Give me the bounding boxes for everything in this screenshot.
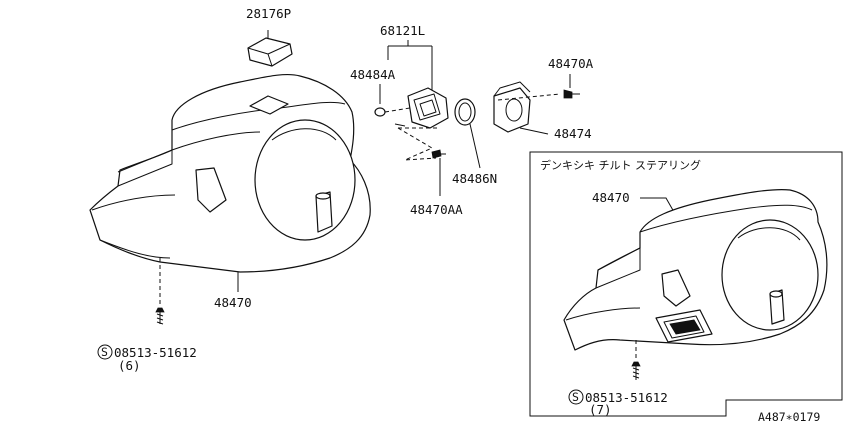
bracket-part (493, 81, 549, 135)
cap-part (247, 30, 293, 67)
circled-s-main: S (101, 345, 108, 359)
label-cap-part: 28176P (246, 6, 291, 21)
inset-title: デンキシキ チルト ステアリング (540, 158, 701, 172)
label-screw-a: 48484A (350, 67, 396, 82)
label-screw-aa: 48470AA (410, 202, 463, 217)
label-bracket-screw: 48470A (548, 56, 594, 71)
label-inset-screw-part: 08513-51612 (585, 390, 668, 405)
label-switch-set: 68121L (380, 23, 425, 38)
label-main-screw-part: 08513-51612 (114, 345, 197, 360)
label-bracket: 48474 (554, 126, 592, 141)
figure-reference: A487∗0179 (758, 410, 820, 424)
bracket-screw (497, 74, 580, 101)
main-screw (155, 258, 165, 325)
main-screw-label: S 08513-51612 (6) (97, 344, 197, 373)
label-ring: 48486N (452, 171, 497, 186)
screw-aa (431, 149, 446, 196)
inset-screw (631, 340, 641, 380)
label-inset-screw-qty: (7) (589, 402, 612, 417)
circled-s-inset: S (572, 390, 579, 404)
inset-column-cover (563, 189, 828, 351)
inset-screw-label: S 08513-51612 (7) (568, 389, 668, 417)
label-main-cover: 48470 (214, 295, 252, 310)
inset-box (529, 151, 843, 417)
ring-part (454, 98, 481, 169)
small-screw-a (374, 107, 411, 117)
switch-body (394, 87, 449, 161)
label-main-screw-qty: (6) (118, 358, 141, 373)
label-inset-cover: 48470 (592, 190, 630, 205)
steering-column-cover (89, 73, 371, 273)
